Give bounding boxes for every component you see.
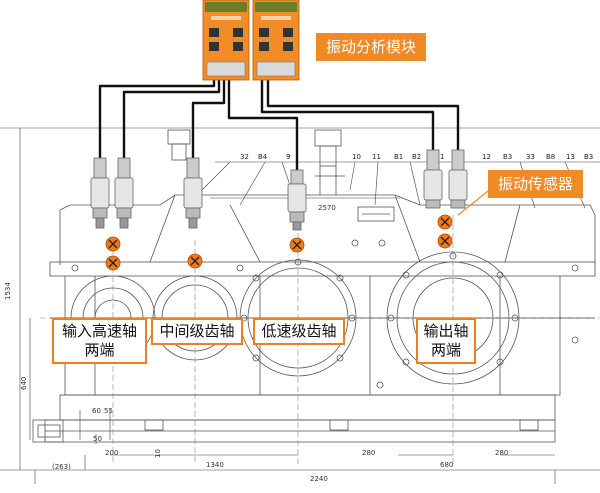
sensor-intermediate bbox=[183, 157, 203, 229]
part-tag: 13 bbox=[566, 153, 575, 161]
marker-x-icon bbox=[105, 255, 121, 271]
sensor-output-2 bbox=[448, 149, 468, 209]
marker-x-icon bbox=[289, 237, 305, 253]
part-tag: 32 bbox=[240, 153, 249, 161]
shaft-label-intermediate: 中间级齿轴 bbox=[151, 318, 243, 345]
part-tag: 33 bbox=[526, 153, 535, 161]
shaft-label-output-line1: 输出轴 bbox=[423, 322, 469, 340]
part-tags: 32 B4 9 10 11 B1 B2 1 12 B3 33 B8 13 B3 bbox=[240, 153, 593, 161]
shaft-label-low-speed: 低速级齿轴 bbox=[253, 318, 345, 345]
dim-263: (263) bbox=[52, 463, 71, 471]
part-tag: B8 bbox=[546, 153, 555, 161]
shaft-label-input-line2: 两端 bbox=[84, 341, 115, 359]
marker-x-icon bbox=[437, 233, 453, 249]
part-tag: B1 bbox=[394, 153, 403, 161]
shaft-label-input-line1: 输入高速轴 bbox=[61, 322, 137, 340]
dimension-labels: 1534 640 2240 1340 680 280 280 200 (263)… bbox=[4, 204, 508, 483]
sensor-low-speed bbox=[287, 169, 307, 231]
sensor-input-2 bbox=[114, 157, 134, 229]
part-tag: 9 bbox=[286, 153, 290, 161]
dim-center-height: 640 bbox=[20, 377, 28, 390]
dim-60: 60 bbox=[92, 407, 101, 415]
marker-x-icon bbox=[437, 214, 453, 230]
shaft-label-output-line2: 两端 bbox=[430, 341, 461, 359]
measurement-markers bbox=[105, 214, 453, 271]
dim-1340: 1340 bbox=[206, 461, 224, 469]
cables bbox=[98, 80, 460, 170]
part-tag: 11 bbox=[372, 153, 381, 161]
part-tag: B2 bbox=[412, 153, 421, 161]
shaft-label-output: 输出轴 两端 bbox=[416, 318, 476, 364]
part-tag: B4 bbox=[258, 153, 268, 161]
dim-50: 50 bbox=[93, 435, 102, 443]
dim-280b: 280 bbox=[495, 449, 508, 457]
module-label: 振动分析模块 bbox=[316, 33, 427, 61]
sensor-label: 振动传感器 bbox=[488, 170, 584, 198]
part-tag: B3 bbox=[503, 153, 512, 161]
dim-2570: 2570 bbox=[318, 204, 336, 212]
dim-280a: 280 bbox=[362, 449, 375, 457]
sensors bbox=[90, 149, 468, 231]
part-tag: 1 bbox=[440, 153, 444, 161]
vibration-module-right bbox=[252, 0, 300, 81]
dim-height-total: 1534 bbox=[4, 282, 12, 300]
sensor-input-1 bbox=[90, 157, 110, 229]
sensor-label-leader bbox=[457, 187, 493, 216]
shaft-label-input: 输入高速轴 两端 bbox=[52, 318, 147, 364]
part-tag: B3 bbox=[584, 153, 593, 161]
dim-200: 200 bbox=[105, 449, 118, 457]
dim-width-total: 2240 bbox=[310, 475, 328, 483]
part-tag: 12 bbox=[482, 153, 491, 161]
marker-x-icon bbox=[187, 253, 203, 269]
part-tag: 10 bbox=[352, 153, 361, 161]
dim-680: 680 bbox=[440, 461, 453, 469]
vibration-module-left bbox=[202, 0, 250, 81]
dim-10: 10 bbox=[154, 449, 162, 458]
marker-x-icon bbox=[105, 236, 121, 252]
dim-55: 55 bbox=[104, 407, 113, 415]
sensor-output-1 bbox=[423, 149, 443, 209]
